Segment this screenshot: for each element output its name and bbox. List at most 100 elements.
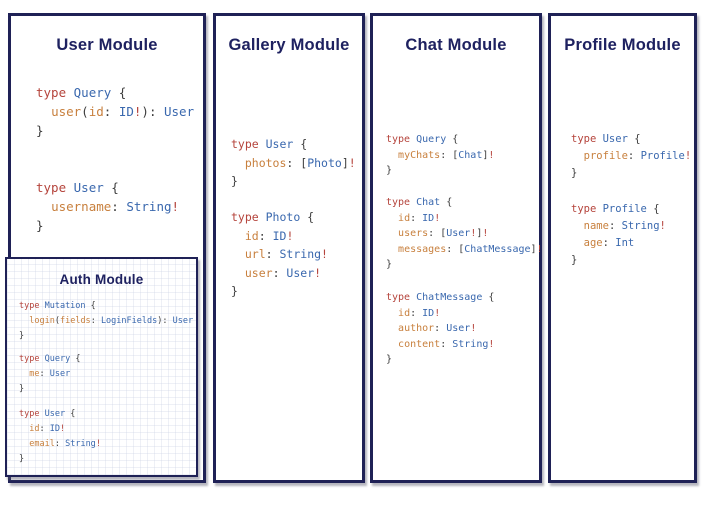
code-line: type User {	[571, 131, 691, 148]
code-block: type User { profile: Profile!}	[571, 131, 691, 182]
code-token: {	[90, 301, 96, 311]
code-token: photos	[244, 155, 287, 170]
code-token: }	[36, 218, 44, 233]
code-token: users	[398, 228, 429, 239]
code-line: }	[571, 252, 666, 269]
code-line: url: String!	[231, 245, 328, 264]
code-token: age	[583, 237, 603, 249]
code-token: String	[279, 247, 322, 261]
code-line: myChats: [Chat]!	[386, 148, 494, 164]
code-token: ID	[118, 104, 134, 119]
code-token: User	[265, 137, 301, 151]
code-line: }	[571, 165, 691, 182]
code-token: ID	[422, 307, 435, 319]
code-token: }	[571, 167, 578, 179]
code-token: !	[434, 307, 441, 319]
code-line: }	[36, 216, 179, 235]
code-token: !	[60, 424, 66, 434]
code-token: User	[73, 180, 112, 195]
code-token: Mutation	[44, 301, 91, 311]
code-line: type Query {	[36, 83, 194, 102]
code-token: Photo	[265, 210, 308, 224]
code-token: id	[88, 104, 104, 119]
code-token: {	[452, 134, 459, 145]
code-block: type Mutation { login(fields: LoginField…	[19, 299, 193, 344]
code-token: !	[321, 247, 328, 261]
code-token: ]	[341, 155, 349, 170]
code-token: type	[19, 409, 45, 419]
code-line: user: User!	[231, 264, 328, 283]
code-token: : [	[446, 243, 465, 255]
code-token: {	[118, 85, 127, 100]
code-token	[231, 266, 245, 280]
code-token: !	[348, 155, 356, 170]
code-token	[386, 323, 398, 334]
code-token: ]	[530, 243, 537, 255]
code-line: }	[231, 172, 356, 191]
code-token: email	[29, 439, 55, 449]
chat-module-panel: Chat Module type Query { myChats: [Chat]…	[370, 13, 543, 483]
code-line: type User {	[231, 135, 356, 154]
code-token: type	[571, 203, 603, 215]
code-token	[386, 213, 398, 224]
code-token: }	[231, 284, 238, 298]
code-token: (	[54, 316, 60, 326]
code-line: }	[386, 257, 543, 273]
code-token: :	[627, 150, 641, 162]
code-token: {	[70, 409, 76, 419]
code-token: Chat	[416, 197, 447, 208]
code-token: }	[386, 259, 393, 270]
code-token: ):	[157, 316, 173, 326]
code-line: type Photo {	[231, 208, 328, 227]
code-token: {	[111, 180, 119, 195]
code-line: type Profile {	[571, 201, 666, 218]
code-token: :	[440, 338, 453, 350]
code-token	[571, 220, 584, 232]
code-token: !	[536, 243, 543, 255]
code-token: }	[36, 123, 44, 138]
code-line: email: String!	[19, 437, 101, 452]
code-line: login(fields: LoginFields): User	[19, 314, 193, 329]
code-token	[571, 237, 584, 249]
code-token: Int	[615, 237, 635, 249]
code-line: }	[386, 163, 494, 179]
code-token: {	[300, 137, 308, 151]
code-token	[571, 150, 584, 162]
user-module-title: User Module	[56, 36, 158, 54]
code-token: (	[81, 104, 89, 119]
code-token: ID	[422, 212, 435, 224]
gallery-module-title: Gallery Module	[228, 36, 350, 54]
code-line: type ChatMessage {	[386, 290, 494, 306]
code-token: login	[29, 316, 55, 326]
code-token: Query	[44, 354, 76, 364]
code-line: messages: [ChatMessage]!	[386, 242, 543, 258]
code-token: ID	[49, 424, 60, 434]
code-token: }	[19, 384, 25, 394]
code-token: {	[634, 133, 641, 145]
code-line: id: ID!	[231, 227, 328, 246]
code-token: id	[29, 424, 40, 434]
code-token: User	[602, 133, 635, 145]
code-token: String	[621, 220, 660, 232]
code-token: User	[446, 228, 471, 239]
code-token: LoginFields	[100, 316, 158, 326]
code-token	[19, 424, 29, 434]
code-token: ID	[272, 228, 287, 243]
code-token: :	[258, 228, 273, 243]
code-token: type	[36, 85, 74, 100]
code-token: Profile	[640, 150, 685, 162]
code-token: {	[75, 354, 81, 364]
code-token: id	[244, 228, 259, 243]
code-block: type Query { me: User}	[19, 352, 80, 397]
code-token: }	[571, 254, 578, 266]
code-line: }	[386, 352, 494, 368]
code-token: }	[386, 354, 393, 365]
code-line: age: Int	[571, 235, 666, 252]
code-token: user	[51, 104, 82, 119]
code-line: type Mutation {	[19, 299, 193, 314]
code-token: :	[602, 237, 616, 249]
code-token: String	[65, 439, 96, 449]
code-token: !	[286, 228, 294, 243]
code-token: !	[482, 228, 489, 239]
code-token: :	[39, 424, 50, 434]
